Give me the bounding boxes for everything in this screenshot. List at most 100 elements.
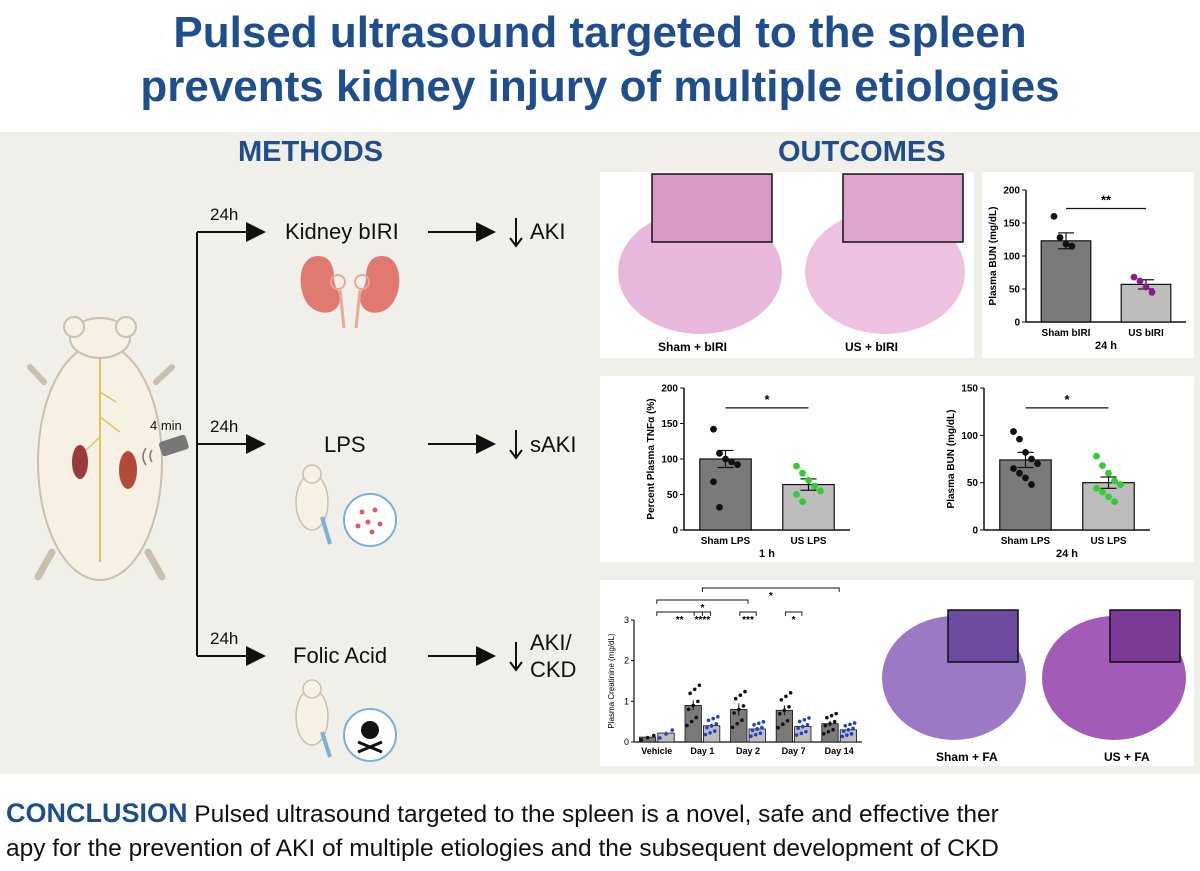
data-point bbox=[787, 704, 791, 709]
y-tick-label: 50 bbox=[667, 490, 679, 501]
conclusion-keyword: CONCLUSION bbox=[6, 798, 188, 828]
bar bbox=[699, 458, 752, 531]
data-point bbox=[1099, 488, 1106, 496]
data-point bbox=[730, 725, 735, 730]
y-axis-label: Percent Plasma TNFα (%) bbox=[646, 398, 657, 519]
category-label: Vehicle bbox=[641, 746, 672, 756]
methods-heading: METHODS bbox=[238, 136, 383, 168]
data-point bbox=[797, 719, 802, 724]
data-point bbox=[832, 719, 837, 724]
data-point bbox=[743, 689, 747, 694]
data-point bbox=[834, 711, 838, 716]
bar bbox=[1040, 240, 1092, 323]
data-point bbox=[1010, 465, 1017, 472]
mouse-illustration bbox=[27, 316, 175, 581]
data-point bbox=[710, 425, 717, 433]
y-tick-label: 0 bbox=[672, 526, 678, 537]
data-point bbox=[1022, 474, 1029, 482]
significance-label: * bbox=[700, 603, 704, 614]
data-point bbox=[1130, 273, 1138, 281]
data-point bbox=[841, 729, 846, 733]
down-arrow-icon bbox=[509, 218, 523, 672]
data-point bbox=[645, 735, 650, 740]
title-line-2: prevents kidney injury of multiple etiol… bbox=[140, 62, 1060, 111]
data-point bbox=[1093, 484, 1100, 492]
data-point bbox=[710, 478, 717, 486]
data-point bbox=[714, 722, 719, 726]
mouse-injection-lps-icon bbox=[295, 464, 397, 547]
ultrasound-probe-icon bbox=[142, 434, 189, 466]
data-point bbox=[793, 462, 800, 470]
y-tick-label: 2 bbox=[624, 656, 629, 666]
histology-birі-images bbox=[618, 173, 965, 334]
data-point bbox=[805, 476, 812, 484]
y-tick-label: 50 bbox=[1009, 285, 1021, 296]
content-panel: METHODS OUTCOMES 4 min bbox=[0, 132, 1200, 774]
y-tick-label: 200 bbox=[661, 384, 678, 395]
data-point bbox=[733, 696, 738, 701]
title-line-1: Pulsed ultrasound targeted to the spleen bbox=[173, 8, 1027, 57]
data-point bbox=[738, 693, 743, 697]
data-point bbox=[735, 721, 740, 726]
data-point bbox=[749, 734, 753, 738]
data-point bbox=[817, 487, 824, 495]
data-point bbox=[804, 729, 808, 734]
bar bbox=[684, 705, 702, 743]
data-point bbox=[658, 736, 662, 740]
category-label: US LPS bbox=[1090, 536, 1126, 547]
data-point bbox=[799, 731, 804, 736]
significance-label: * bbox=[792, 615, 796, 626]
data-point bbox=[1111, 498, 1118, 505]
data-point bbox=[799, 498, 806, 505]
y-tick-label: 1 bbox=[624, 696, 629, 706]
data-point bbox=[697, 683, 702, 688]
x-axis-label: 24 h bbox=[1056, 548, 1078, 560]
data-point bbox=[831, 727, 835, 732]
data-point bbox=[1028, 455, 1035, 463]
y-tick-label: 3 bbox=[624, 615, 629, 625]
data-point bbox=[1010, 428, 1017, 435]
data-point bbox=[777, 711, 782, 716]
category-label: Sham bIRI bbox=[1042, 328, 1091, 339]
conclusion-line-1: Pulsed ultrasound targeted to the spleen… bbox=[187, 801, 999, 828]
data-point bbox=[716, 449, 723, 457]
label-sham-birі: Sham + bIRI bbox=[658, 340, 728, 354]
data-point bbox=[652, 733, 656, 738]
significance-label: ** bbox=[676, 615, 684, 626]
data-point bbox=[716, 714, 720, 719]
graphical-abstract-title: Pulsed ultrasound targeted to the spleen… bbox=[0, 0, 1200, 128]
data-point bbox=[1136, 277, 1144, 285]
data-point bbox=[688, 691, 692, 696]
conclusion-text: CONCLUSION Pulsed ultrasound targeted to… bbox=[6, 796, 1196, 866]
data-point bbox=[811, 482, 818, 490]
category-label: US bIRI bbox=[1128, 328, 1164, 339]
data-point bbox=[802, 717, 807, 722]
label-us-birі: US + bIRI bbox=[845, 340, 899, 354]
significance-bracket bbox=[656, 611, 703, 616]
data-point bbox=[753, 732, 758, 737]
y-axis-label: Plasma BUN (mg/dL) bbox=[946, 410, 957, 509]
branch-3-time: 24h bbox=[210, 629, 238, 648]
model-folic-acid: Folic Acid bbox=[293, 643, 387, 668]
category-label: Sham LPS bbox=[701, 536, 751, 547]
x-axis-label: 1 h bbox=[759, 548, 775, 560]
data-point bbox=[796, 726, 800, 731]
category-label: Day 7 bbox=[782, 746, 806, 756]
data-point bbox=[686, 707, 691, 712]
data-point bbox=[755, 727, 760, 731]
data-point bbox=[761, 720, 766, 724]
data-point bbox=[692, 687, 697, 692]
data-point bbox=[756, 721, 761, 726]
data-point bbox=[760, 725, 764, 730]
data-point bbox=[1117, 481, 1124, 488]
data-point bbox=[849, 732, 854, 736]
category-label: US LPS bbox=[790, 536, 826, 547]
branch-1-time: 24h bbox=[210, 205, 238, 224]
data-point bbox=[696, 699, 700, 704]
